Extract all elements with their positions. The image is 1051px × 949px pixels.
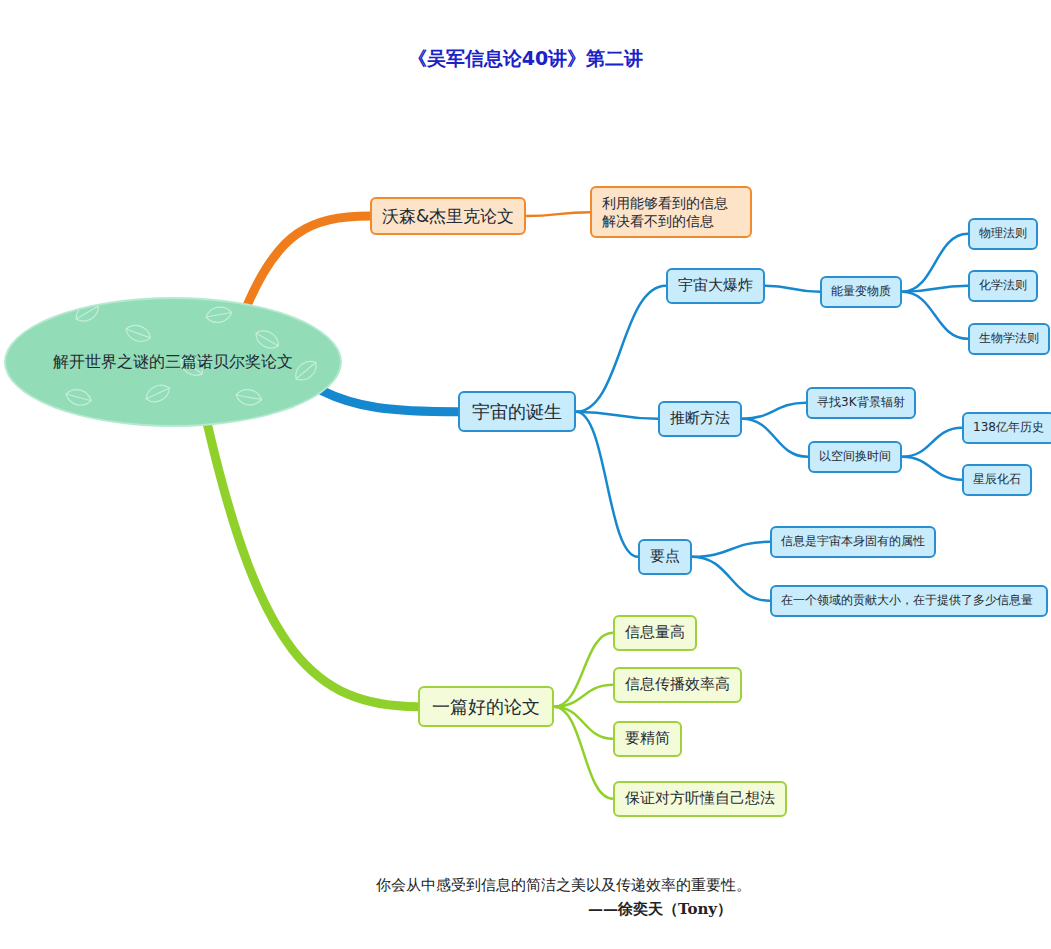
topic-label: 寻找3K背景辐射 <box>817 395 905 411</box>
topic-box: 以空间换时间 <box>808 441 902 473</box>
branch-line <box>526 212 590 216</box>
branch-line <box>247 216 370 305</box>
topic-label: 能量变物质 <box>831 284 891 300</box>
topic-label: 要点 <box>650 547 680 567</box>
branch-line <box>692 542 770 557</box>
topic-label: 要精简 <box>625 729 670 749</box>
topic-label: 星辰化石 <box>973 472 1021 488</box>
branch-line <box>902 286 968 292</box>
topic-box: 要点 <box>638 539 692 575</box>
branch-line <box>742 419 808 457</box>
branch-line <box>902 457 962 480</box>
topic-box: 信息传播效率高 <box>613 667 742 703</box>
topic-label: 推断方法 <box>670 409 730 429</box>
topic-box: 一篇好的论文 <box>418 686 554 727</box>
branch-line <box>576 412 638 557</box>
author-signature: ——徐奕天（Tony） <box>588 900 732 919</box>
branch-line <box>576 412 658 419</box>
topic-label: 化学法则 <box>979 278 1027 294</box>
topic-label: 信息量高 <box>625 623 685 643</box>
topic-box: 信息量高 <box>613 615 697 651</box>
branch-line <box>554 633 613 707</box>
topic-box: 物理法则 <box>968 218 1038 250</box>
branch-line <box>554 685 613 707</box>
topic-label: 生物学法则 <box>979 331 1039 347</box>
topic-box: 宇宙的诞生 <box>458 391 576 432</box>
topic-box: 宇宙大爆炸 <box>666 268 765 304</box>
topic-label: 信息传播效率高 <box>625 675 730 695</box>
root-ellipse: 解开世界之谜的三篇诺贝尔奖论文 <box>4 297 342 427</box>
title: 《吴军信息论40讲》第二讲 <box>0 46 1051 72</box>
topic-box: 推断方法 <box>658 401 742 437</box>
topic-box: 保证对方听懂自己想法 <box>613 781 787 817</box>
topic-box: 寻找3K背景辐射 <box>806 387 916 419</box>
branch-line <box>742 403 806 419</box>
topic-box: 生物学法则 <box>968 323 1050 355</box>
branch-line <box>322 391 458 412</box>
topic-box: 在一个领域的贡献大小，在于提供了多少信息量 <box>770 585 1048 617</box>
topic-box: 星辰化石 <box>962 464 1032 496</box>
topic-label: 利用能够看到的信息 解决看不到的信息 <box>602 194 740 230</box>
caption: 你会从中感受到信息的简洁之美以及传递效率的重要性。 <box>0 876 1051 895</box>
branch-line <box>554 707 613 799</box>
topic-box: 要精简 <box>613 721 682 757</box>
topic-box: 化学法则 <box>968 270 1038 302</box>
topic-box: 能量变物质 <box>820 276 902 308</box>
branch-line <box>902 234 968 292</box>
branch-line <box>692 557 770 601</box>
topic-label: 一篇好的论文 <box>432 695 540 718</box>
topic-box: 利用能够看到的信息 解决看不到的信息 <box>590 186 752 238</box>
topic-label: 138亿年历史 <box>973 420 1044 436</box>
topic-label: 物理法则 <box>979 226 1027 242</box>
branch-line <box>576 286 666 412</box>
topic-label: 宇宙大爆炸 <box>678 276 753 296</box>
branch-line <box>902 428 962 457</box>
branch-line <box>765 286 820 292</box>
topic-box: 138亿年历史 <box>962 412 1051 444</box>
topic-box: 沃森&杰里克论文 <box>370 197 526 235</box>
topic-label: 在一个领域的贡献大小，在于提供了多少信息量 <box>781 593 1037 609</box>
branch-line <box>207 422 418 707</box>
branch-line <box>902 292 968 339</box>
topic-label: 保证对方听懂自己想法 <box>625 789 775 809</box>
topic-label: 以空间换时间 <box>819 449 891 465</box>
topic-label: 信息是宇宙本身固有的属性 <box>781 534 925 550</box>
topic-label: 沃森&杰里克论文 <box>382 205 514 227</box>
topic-label: 宇宙的诞生 <box>472 400 562 423</box>
topic-box: 信息是宇宙本身固有的属性 <box>770 526 936 558</box>
root-label: 解开世界之谜的三篇诺贝尔奖论文 <box>53 352 293 373</box>
